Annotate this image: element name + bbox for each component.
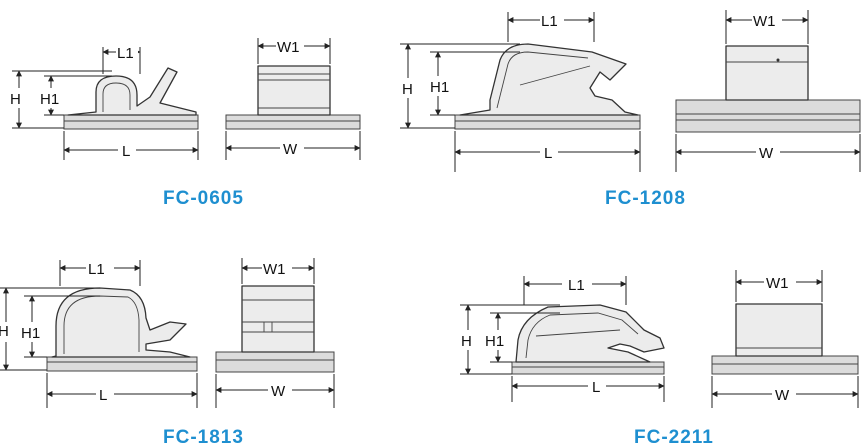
fc-2211-h-label: H bbox=[461, 333, 472, 350]
fc-2211-side-view: L1 H H1 L bbox=[460, 274, 665, 402]
fc-1208-h-label: H bbox=[402, 81, 413, 98]
fc-0605-w1-label: W1 bbox=[277, 39, 300, 56]
fc-1208-title: FC-1208 bbox=[605, 188, 686, 209]
fc-1813-l-label: L bbox=[99, 387, 107, 404]
fc-0605-w-label: W bbox=[283, 141, 298, 158]
fc-2211-h1-label: H1 bbox=[485, 333, 504, 350]
fc-0605-front-view: W1 W bbox=[225, 36, 361, 160]
fc-2211-l-label: L bbox=[592, 379, 600, 396]
fc-1208-h1-label: H1 bbox=[430, 79, 449, 96]
fc-2211-w-label: W bbox=[775, 387, 790, 404]
fc-1813-front-view: W1 W bbox=[215, 258, 335, 408]
fc-1208-l-label: L bbox=[544, 145, 552, 162]
fc-2211-title: FC-2211 bbox=[634, 427, 714, 448]
fc-1208-w1-label: W1 bbox=[753, 13, 776, 30]
fc-0605-h-label: H bbox=[10, 91, 21, 108]
fc-0605-title: FC-0605 bbox=[163, 188, 244, 209]
fc-1208-side-view: L1 H H1 L bbox=[400, 10, 641, 172]
fc-2211-l1-label: L1 bbox=[568, 277, 585, 294]
fc-1813-h-label: H bbox=[0, 323, 9, 340]
fc-0605-side-view: L1 H H1 L bbox=[10, 42, 199, 160]
fc-1813-h1-label: H1 bbox=[21, 325, 40, 342]
fc-1208-front-view: W1 W bbox=[675, 10, 861, 172]
fc-0605-l-label: L bbox=[122, 143, 130, 160]
fc-2211-front-view: W1 W bbox=[711, 270, 859, 408]
fc-1208-w-label: W bbox=[759, 145, 774, 162]
fc-1813-w1-label: W1 bbox=[263, 261, 286, 278]
fc-1813-title: FC-1813 bbox=[163, 427, 244, 448]
fc-0605-l1-label: L1 bbox=[117, 45, 134, 62]
fc-2211-w1-label: W1 bbox=[766, 275, 789, 292]
fc-1813-l1-label: L1 bbox=[88, 261, 105, 278]
fc-0605-h1-label: H1 bbox=[40, 91, 59, 108]
fc-1813-w-label: W bbox=[271, 383, 286, 400]
fc-1813-side-view: L1 H H1 L bbox=[0, 258, 198, 408]
fc-1208-l1-label: L1 bbox=[541, 13, 558, 30]
